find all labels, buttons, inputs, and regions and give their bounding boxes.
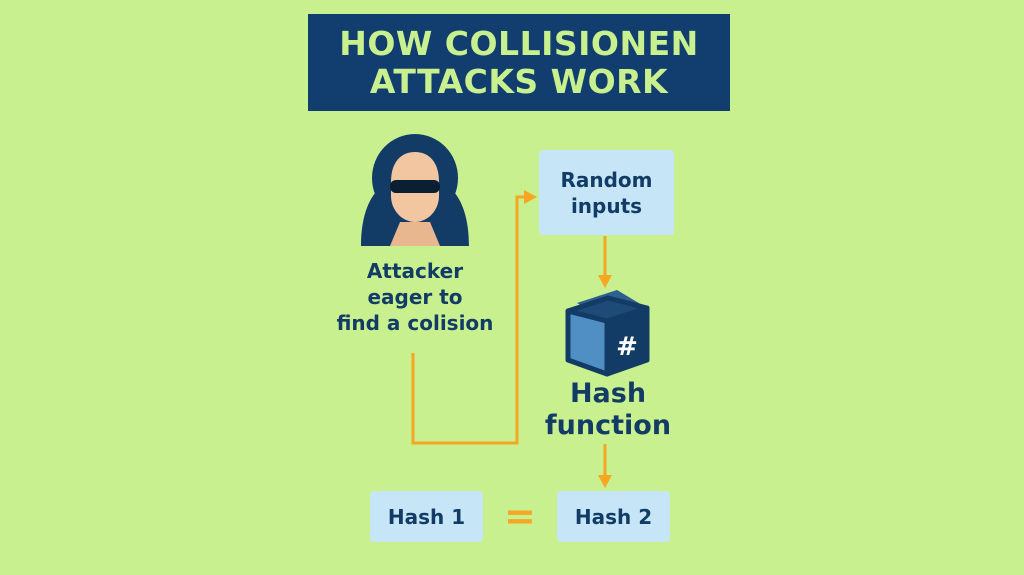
hooded-hacker-icon <box>361 134 469 246</box>
hash-2-box: Hash 2 <box>557 491 670 542</box>
hash-function-label: Hash function <box>544 378 672 441</box>
hash-1-box: Hash 1 <box>370 491 483 542</box>
arrowhead-to-output <box>598 475 612 488</box>
title-line-2: ATTACKS WORK <box>369 61 669 101</box>
arrowhead-to-inputs <box>524 190 537 204</box>
equals-sign: = <box>504 494 536 538</box>
hash-1-label: Hash 1 <box>387 504 466 529</box>
random-inputs-box: Random inputs <box>539 150 674 235</box>
attacker-to-inputs-arrow <box>411 195 527 445</box>
title-banner: HOW COLLISIONEN ATTACKS WORK <box>308 14 730 111</box>
arrowhead-to-hash <box>598 275 612 288</box>
attacker-label: Attacker eager to find a colision <box>336 259 494 335</box>
title-line-1: HOW COLLISIONEN <box>339 23 699 63</box>
random-inputs-label: Random inputs <box>560 167 653 218</box>
hash-2-label: Hash 2 <box>574 504 653 529</box>
cube-hash-icon: # <box>565 290 650 377</box>
hash-symbol: # <box>616 332 638 362</box>
